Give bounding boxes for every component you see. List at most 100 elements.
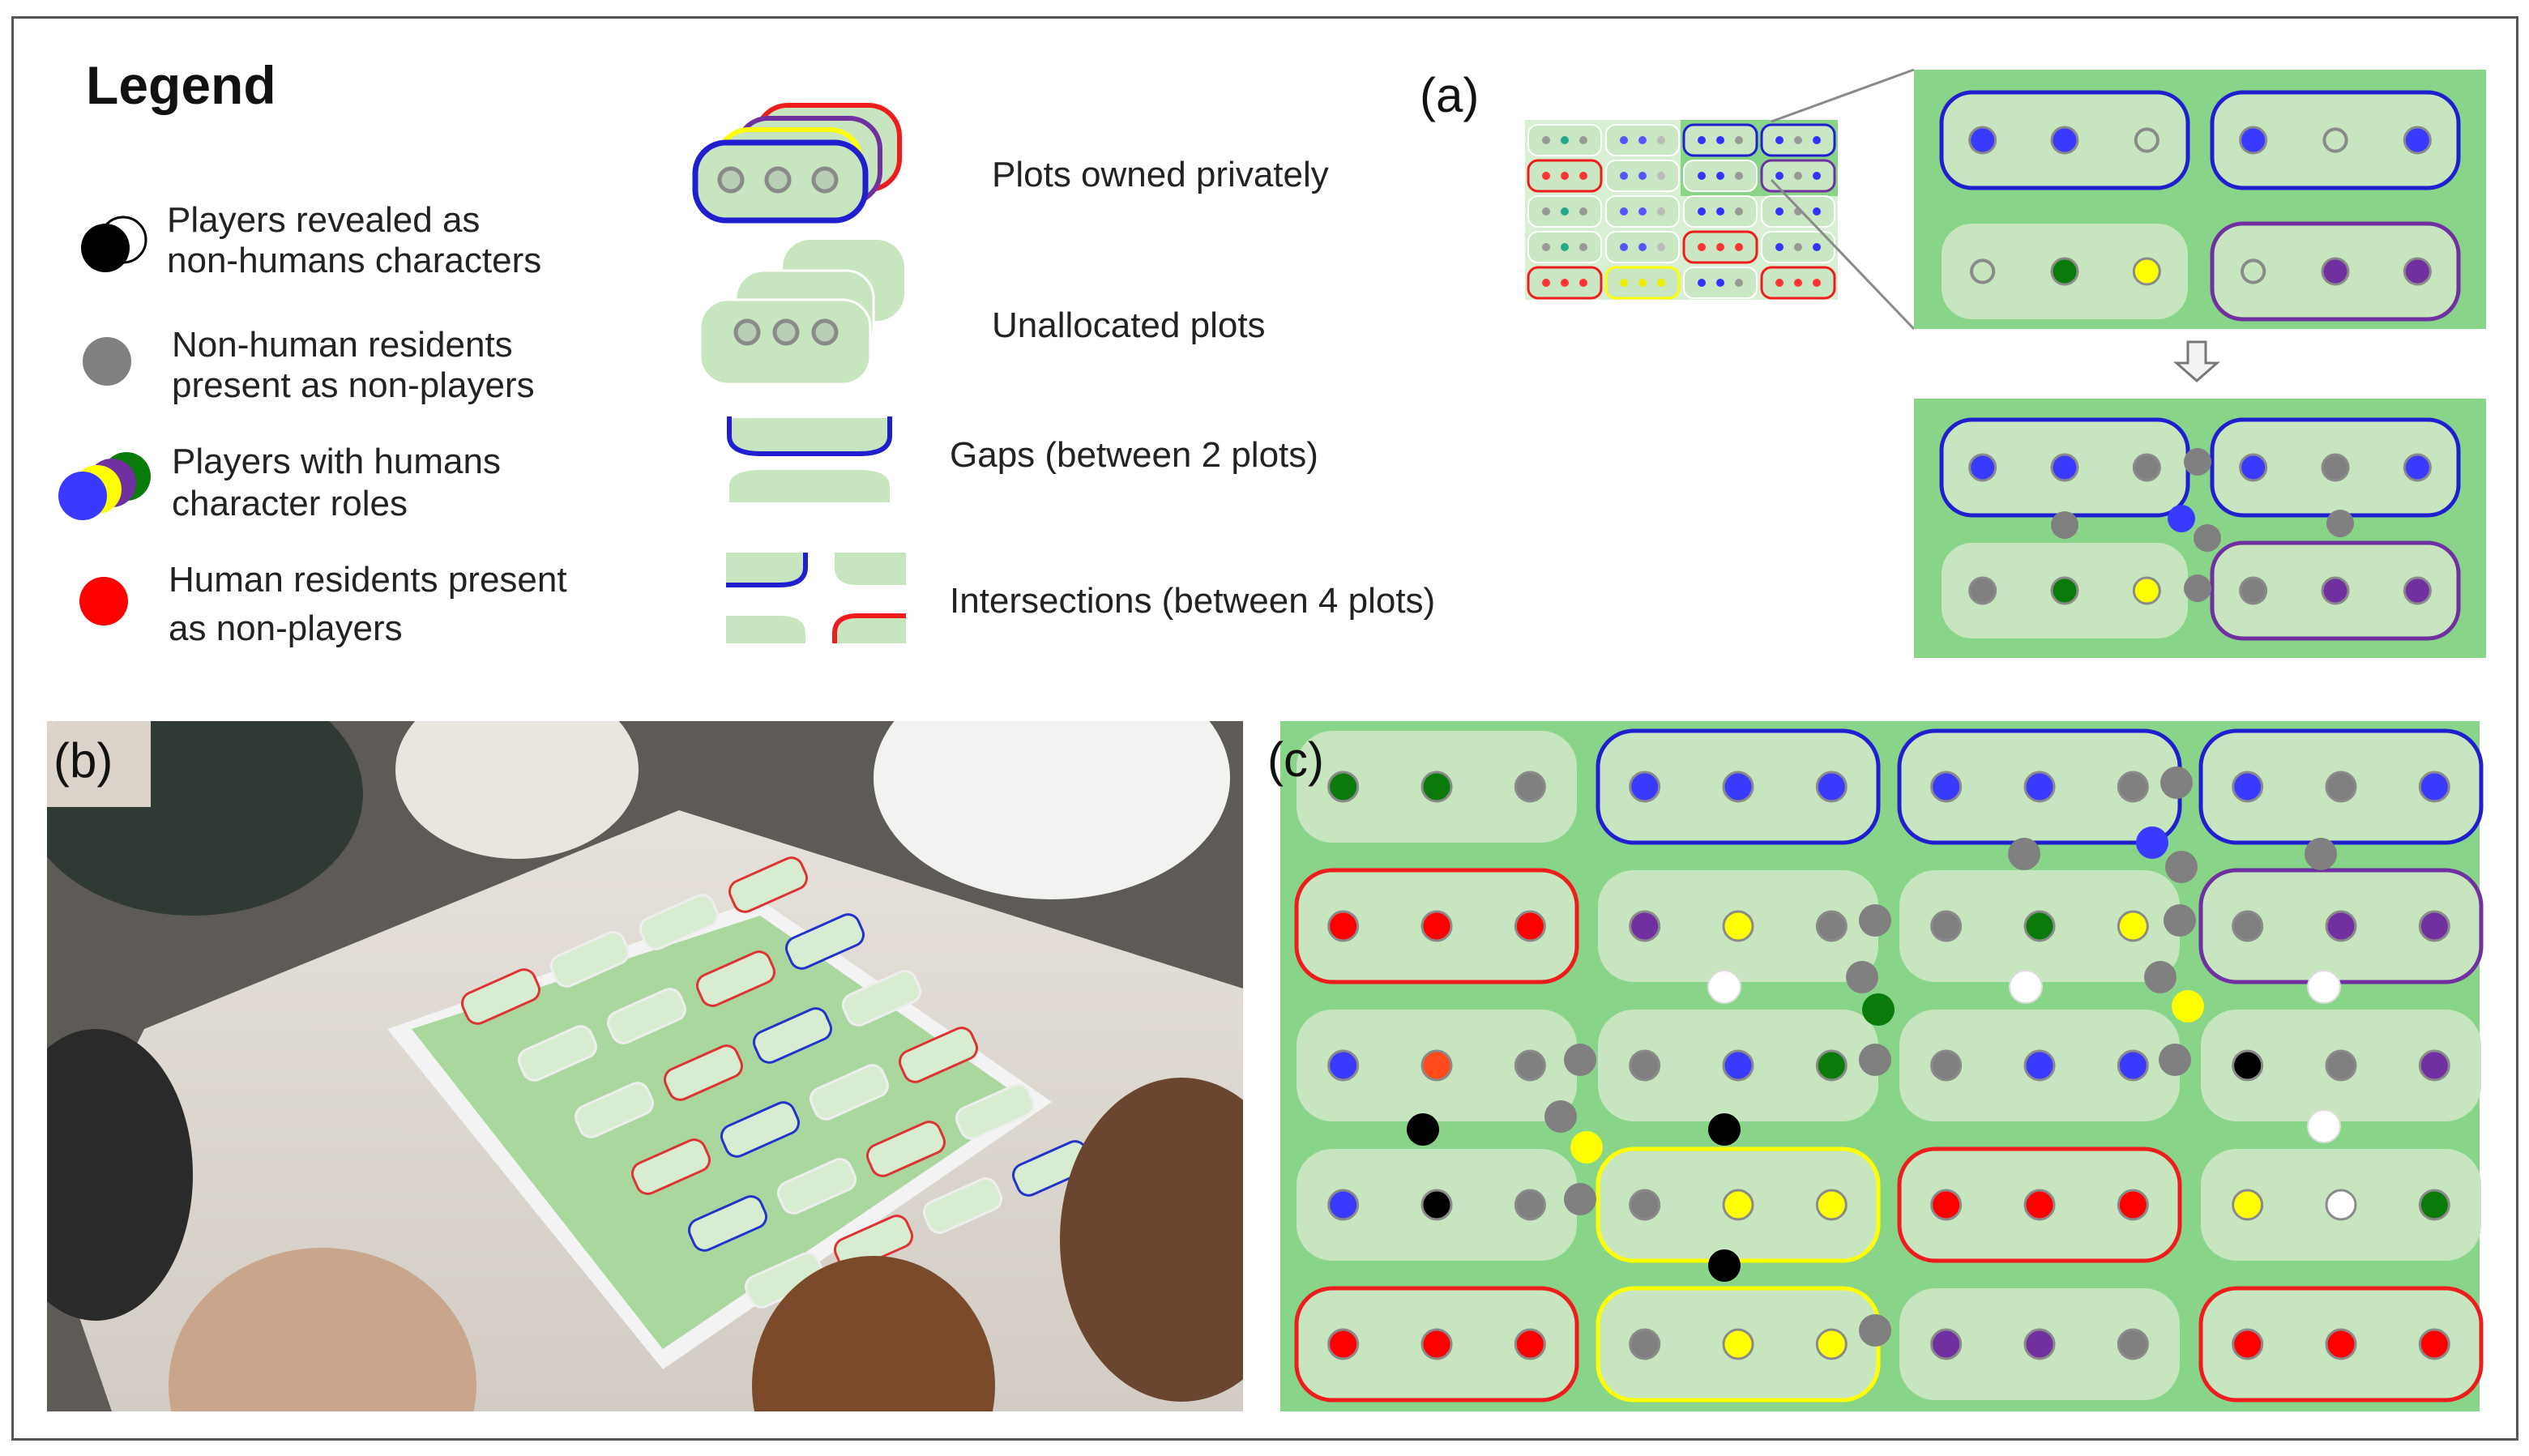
- thumb-pawn-3-1-2: [1657, 243, 1665, 251]
- c-plot-3-3-pawn-2: [2418, 1189, 2450, 1221]
- c-plot-4-0-pawn-2: [1514, 1328, 1546, 1360]
- thumb-pawn-0-1-0: [1620, 136, 1628, 144]
- photo-plot-3-3: [898, 1027, 979, 1083]
- thumb-pawn-2-1-2: [1657, 207, 1665, 216]
- photo-plot-2-1: [663, 1044, 744, 1101]
- thumb-pawn-4-2-1: [1716, 279, 1724, 287]
- a-before-plot-tr-pawn-0: [2239, 126, 2268, 155]
- a-after-edge-pawn-0: [2184, 448, 2211, 476]
- thumb-pawn-1-3-1: [1794, 172, 1802, 180]
- thumb-pawn-3-3-1: [1794, 243, 1802, 251]
- thumb-pawn-2-2-1: [1716, 207, 1724, 216]
- thumb-pawn-4-2-0: [1698, 279, 1706, 287]
- thumb-pawn-0-1-2: [1657, 136, 1665, 144]
- photo-plot-0-2: [639, 894, 720, 950]
- thumb-pawn-2-0-0: [1542, 207, 1550, 216]
- thumb-pawn-4-0-0: [1542, 279, 1550, 287]
- c-plot-0-1-pawn-2: [1815, 771, 1848, 803]
- c-plot-2-2-pawn-2: [2117, 1049, 2149, 1082]
- c-plot-1-0-pawn-2: [1514, 910, 1546, 942]
- a-after-plot-tl-pawn-2: [2132, 453, 2161, 482]
- c-plot-4-1-pawn-1: [1722, 1328, 1754, 1360]
- a-before-plot-tl-pawn-0: [1968, 126, 1997, 155]
- c-edge-pawn-12: [2172, 990, 2204, 1023]
- thumb-pawn-3-2-1: [1716, 243, 1724, 251]
- thumb-pawn-0-2-2: [1735, 136, 1743, 144]
- c-plot-2-0-pawn-2: [1514, 1049, 1546, 1082]
- a-after-plot-bl-pawn-1: [2050, 576, 2079, 605]
- thumb-pawn-3-1-0: [1620, 243, 1628, 251]
- photo-plot-4-2: [865, 1121, 946, 1177]
- panel-b-label: (b): [53, 733, 113, 788]
- c-edge-pawn-13: [2307, 970, 2341, 1004]
- c-plot-4-1-pawn-2: [1815, 1328, 1848, 1360]
- thumb-pawn-4-3-0: [1775, 279, 1784, 287]
- c-plot-3-2-pawn-2: [2117, 1189, 2149, 1221]
- thumb-pawn-0-0-2: [1579, 136, 1587, 144]
- c-plot-3-2-pawn-1: [2023, 1189, 2056, 1221]
- c-plot-1-0-pawn-0: [1327, 910, 1360, 942]
- c-plot-1-1-pawn-1: [1722, 910, 1754, 942]
- c-edge-pawn-23: [1708, 1249, 1741, 1282]
- c-edge-pawn-8: [1862, 993, 1895, 1026]
- photo-person-top: [395, 721, 639, 859]
- a-before-plot-bl-pawn-0: [1970, 258, 1996, 284]
- panel-a-before-plots: [1939, 90, 2461, 322]
- c-plot-4-1-pawn-0: [1629, 1328, 1661, 1360]
- c-edge-pawn-2: [2136, 826, 2168, 859]
- c-plot-2-1-pawn-0: [1629, 1049, 1661, 1082]
- c-plot-2-1-pawn-2: [1815, 1049, 1848, 1082]
- a-after-plot-bl-pawn-2: [2132, 576, 2161, 605]
- a-after-plot-tr-pawn-0: [2239, 453, 2268, 482]
- c-plot-1-2-pawn-1: [2023, 910, 2056, 942]
- c-plot-2-3-pawn-2: [2418, 1049, 2450, 1082]
- a-after-plot-tl-pawn-0: [1968, 453, 1997, 482]
- c-edge-pawn-19: [1544, 1100, 1577, 1133]
- thumb-pawn-1-0-0: [1542, 172, 1550, 180]
- c-edge-pawn-16: [2159, 1044, 2191, 1076]
- c-edge-pawn-17: [1407, 1113, 1439, 1146]
- c-plot-3-0-pawn-2: [1514, 1189, 1546, 1221]
- thumb-pawn-4-3-2: [1813, 279, 1821, 287]
- thumb-pawn-2-1-0: [1620, 207, 1628, 216]
- legend-plot-item-2: Gaps (between 2 plots): [950, 435, 1318, 475]
- thumb-pawn-1-2-2: [1735, 172, 1743, 180]
- legend-revealed-nonhuman-icon: [81, 216, 147, 272]
- c-plot-4-3-pawn-2: [2418, 1328, 2450, 1360]
- photo-plot-3-2: [809, 1064, 890, 1121]
- c-plot-2-0-pawn-1: [1420, 1049, 1453, 1082]
- c-edge-pawn-22: [1564, 1183, 1596, 1215]
- panel-c-label: (c): [1267, 732, 1324, 787]
- thumb-pawn-2-2-2: [1735, 207, 1743, 216]
- legend-item-0-line1: Players revealed as: [167, 200, 480, 240]
- thumb-pawn-1-1-1: [1638, 172, 1647, 180]
- a-before-plot-tr-pawn-1: [2322, 127, 2348, 153]
- c-edge-pawn-15: [1859, 1044, 1891, 1076]
- photo-plot-1-2: [695, 950, 776, 1007]
- a-before-plot-tl-pawn-1: [2050, 126, 2079, 155]
- c-plot-4-0-pawn-0: [1327, 1328, 1360, 1360]
- photo-plot-4-1: [776, 1158, 857, 1215]
- c-plot-0-3-pawn-2: [2418, 771, 2450, 803]
- c-edge-pawn-6: [2164, 904, 2196, 937]
- c-plot-0-3-pawn-1: [2325, 771, 2357, 803]
- a-after-edge-pawn-3: [2194, 524, 2221, 552]
- c-plot-3-1-pawn-1: [1722, 1189, 1754, 1221]
- a-after-edge-pawn-2: [2168, 505, 2195, 532]
- a-before-plot-br-pawn-2: [2403, 257, 2432, 286]
- c-edge-pawn-10: [2009, 970, 2043, 1004]
- c-plot-2-1-pawn-1: [1722, 1049, 1754, 1082]
- photo-person-top-right: [874, 721, 1230, 899]
- zoom-line-top: [1771, 68, 1915, 123]
- c-plot-3-0-pawn-1: [1420, 1189, 1453, 1221]
- legend-plot-item-1: Unallocated plots: [992, 305, 1266, 345]
- c-edge-pawn-3: [2165, 851, 2198, 883]
- c-plot-1-1-pawn-2: [1815, 910, 1848, 942]
- thumb-pawn-1-1-2: [1657, 172, 1665, 180]
- a-after-plot-bl-pawn-0: [1968, 576, 1997, 605]
- legend-item-2-line1: Players with humans: [172, 442, 501, 481]
- panel-b-photo: (b): [47, 721, 1243, 1411]
- c-plot-3-1-pawn-0: [1629, 1189, 1661, 1221]
- c-plot-0-0-pawn-2: [1514, 771, 1546, 803]
